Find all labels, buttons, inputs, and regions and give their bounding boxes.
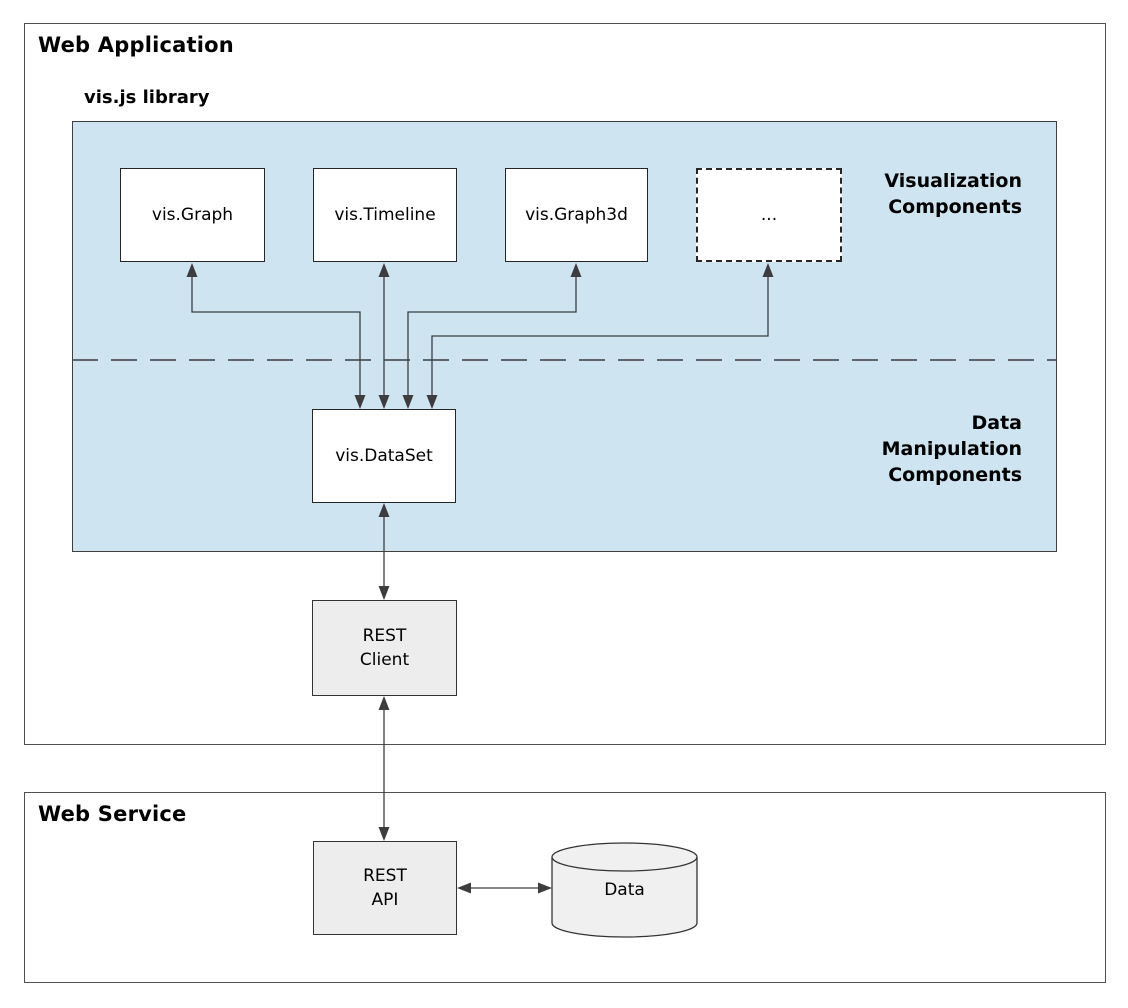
node-rest-client-label: REST Client: [359, 626, 410, 670]
web-service-title: Web Service: [38, 802, 187, 826]
label-visualization-components: Visualization Components: [884, 170, 1022, 218]
node-vis-graph3d: vis.Graph3d: [505, 168, 648, 262]
node-vis-graph3d-label: vis.Graph3d: [525, 205, 628, 225]
node-vis-graph-label: vis.Graph: [151, 205, 234, 225]
node-vis-dataset: vis.DataSet: [312, 409, 456, 503]
node-rest-api: REST API: [313, 841, 457, 935]
node-vis-graph: vis.Graph: [120, 168, 265, 262]
node-rest-api-label: REST API: [363, 866, 407, 910]
web-application-title: Web Application: [38, 33, 234, 57]
node-vis-timeline: vis.Timeline: [313, 168, 457, 262]
node-more-components-label: ...: [760, 205, 778, 225]
vis-library-title: vis.js library: [84, 87, 210, 108]
label-data-manipulation-components: Data Manipulation Components: [881, 412, 1022, 486]
node-more-components: ...: [696, 168, 842, 262]
node-rest-client: REST Client: [312, 600, 457, 696]
node-vis-timeline-label: vis.Timeline: [334, 205, 436, 225]
node-vis-dataset-label: vis.DataSet: [335, 446, 433, 466]
data-cylinder-label: Data: [604, 880, 645, 900]
